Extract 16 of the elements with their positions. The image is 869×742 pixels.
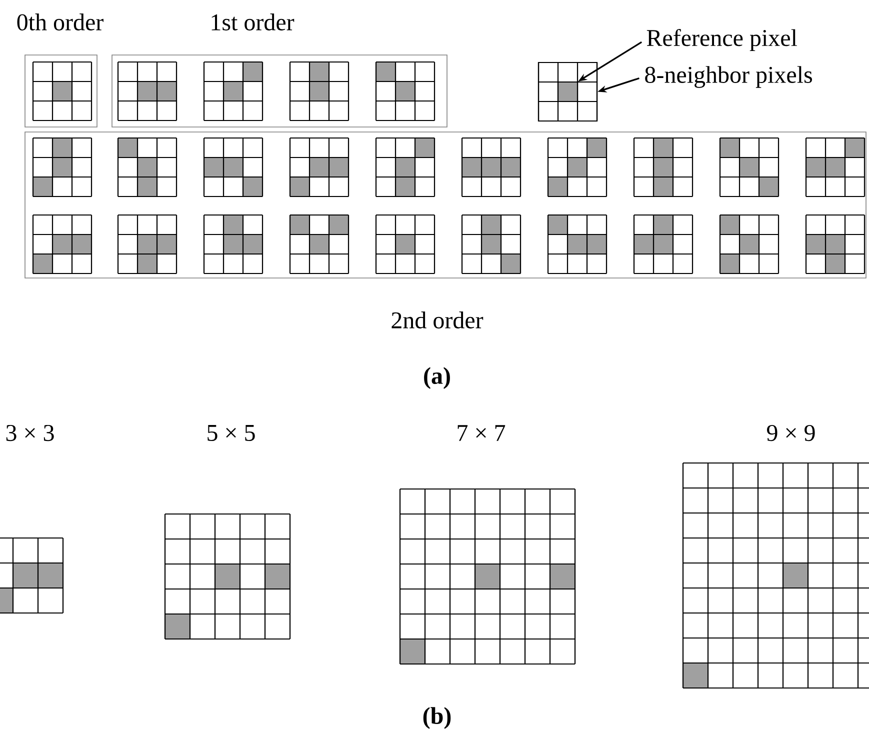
size-label: 9 × 9	[767, 424, 815, 442]
node-label: 1st order	[212, 14, 294, 30]
node-label: 2nd order	[392, 312, 484, 328]
callout-text: 8-neighbor pixels	[645, 66, 812, 88]
panel-label: (a)	[424, 367, 450, 389]
size-label: 5 × 5	[208, 425, 255, 441]
panel-label: (b)	[423, 707, 451, 729]
group-box: 1st order	[112, 14, 448, 128]
size-label: 7 × 7	[458, 425, 506, 441]
group-box: 2nd order	[24, 132, 866, 328]
pixel-grid	[538, 62, 598, 122]
group-box: 0th order	[17, 14, 104, 128]
reference-cell	[557, 81, 578, 102]
size-label: 3 × 3	[6, 424, 54, 442]
callout-text: Reference pixel	[646, 29, 797, 51]
node-label: 0th order	[17, 14, 104, 30]
